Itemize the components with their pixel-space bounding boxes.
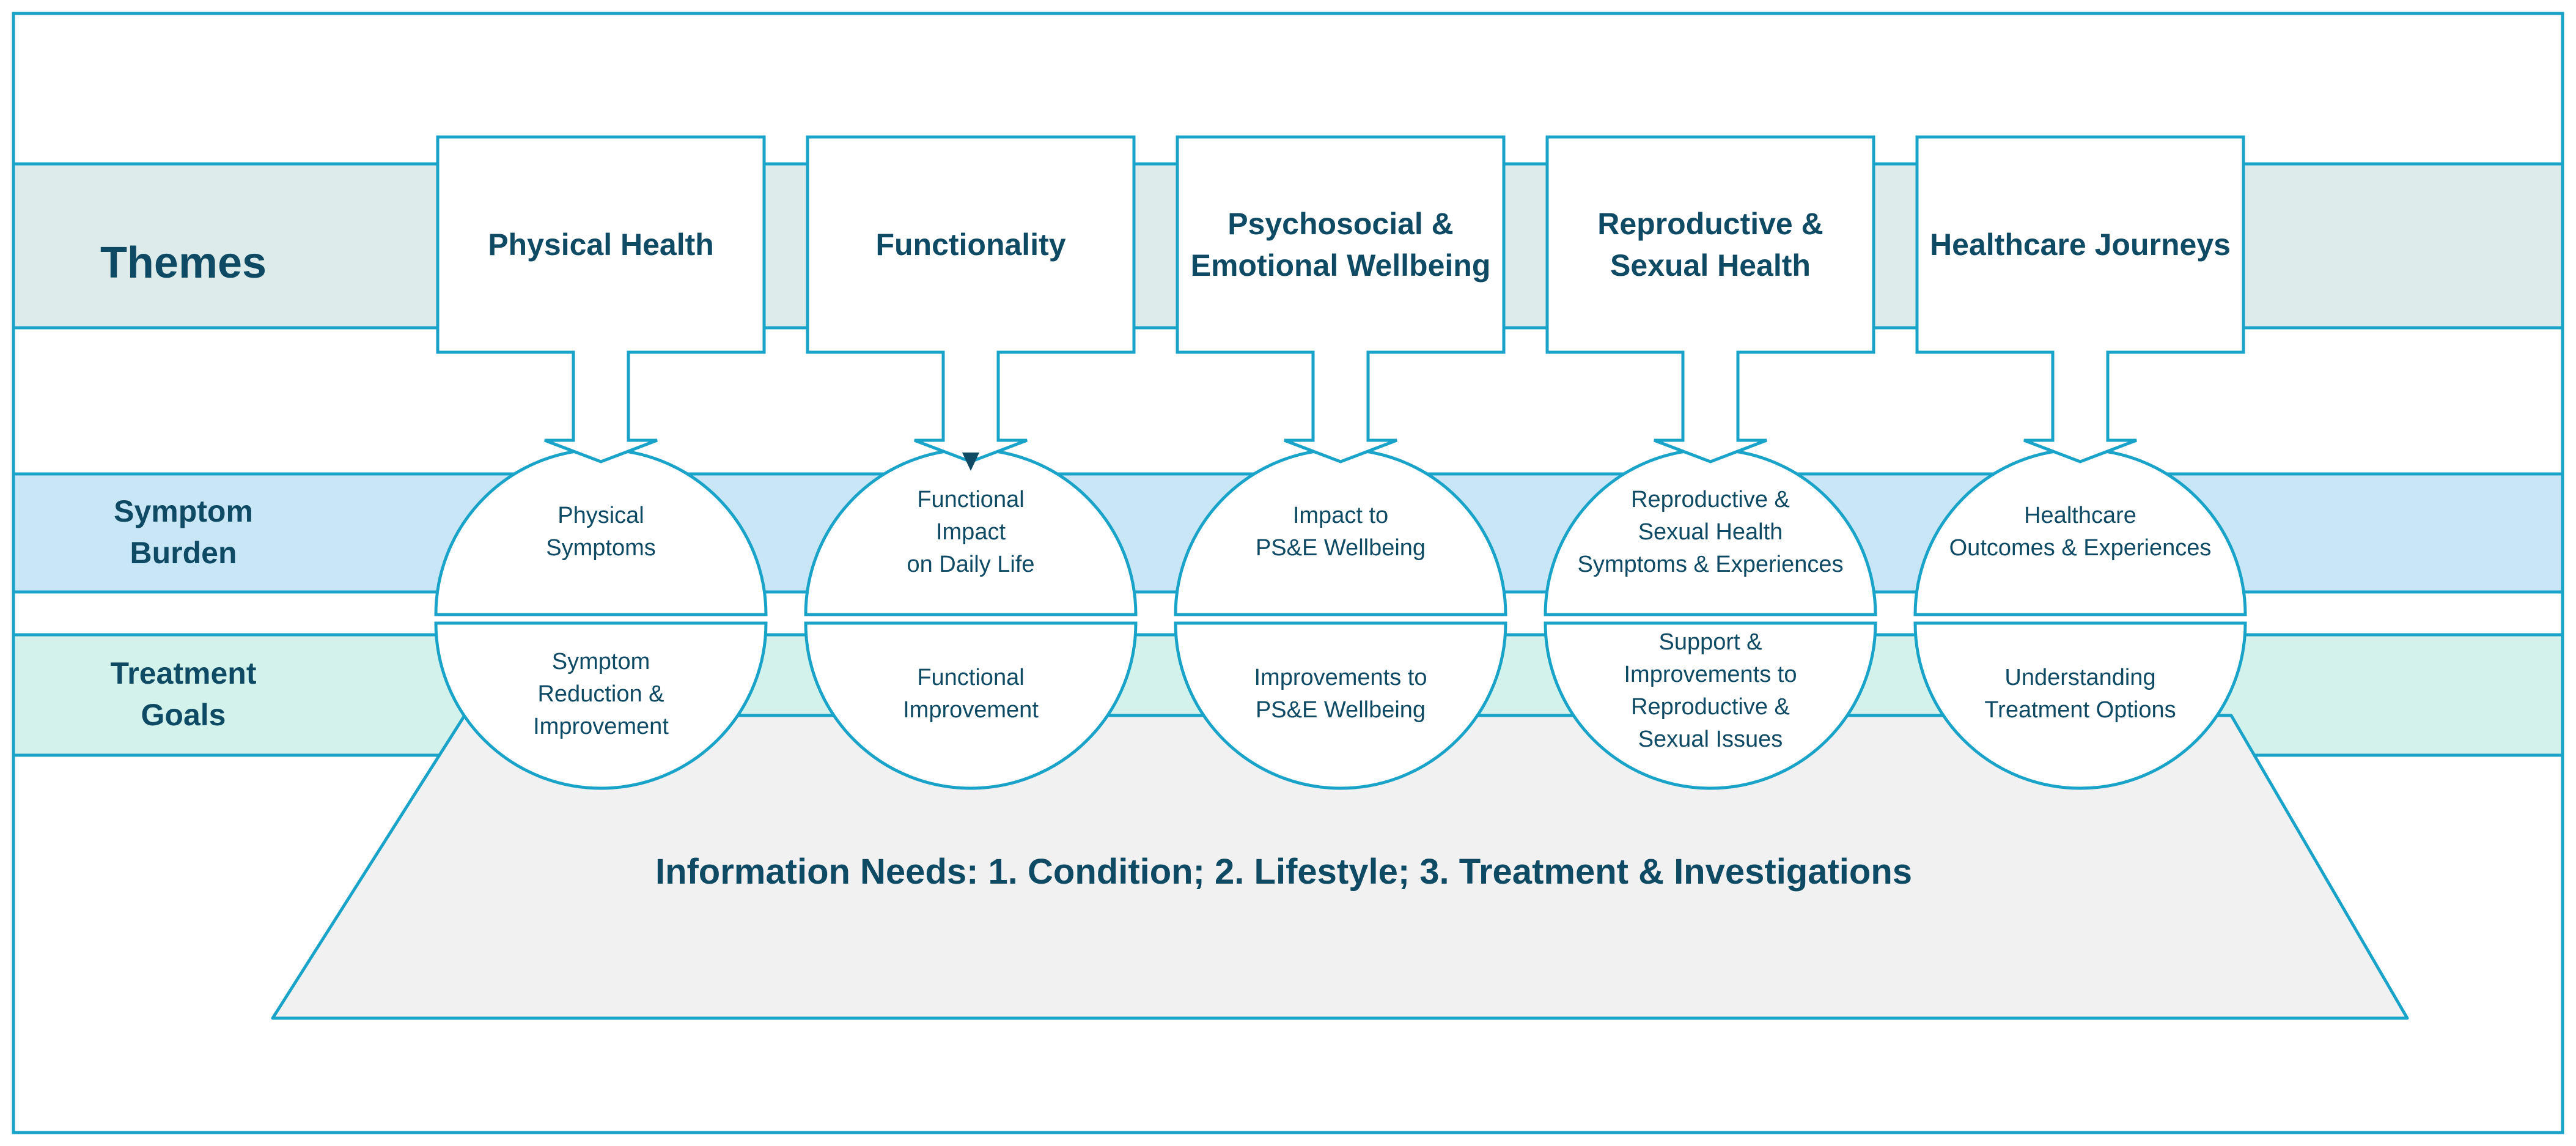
theme-title-line: Emotional Wellbeing	[1190, 248, 1491, 283]
theme-title-line: Reproductive &	[1597, 207, 1823, 241]
theme-callout-box	[1176, 135, 1506, 464]
row-label-themes-text: Themes	[100, 238, 267, 287]
circle-text-line: Healthcare	[2024, 503, 2136, 528]
circle-text-line: Symptom	[551, 648, 650, 675]
theme-title-line: Healthcare Journeys	[1930, 227, 2231, 262]
treatment-goal-semicircle	[804, 621, 1138, 790]
circle-text-line: on Daily Life	[907, 551, 1035, 577]
theme-callout-box	[806, 135, 1136, 464]
circle-text-line: Sexual Health	[1638, 519, 1783, 545]
circle-text-line: Improvements to	[1624, 662, 1797, 687]
circle-text-line: Outcomes & Experiences	[1949, 535, 2212, 561]
circle-text-line: Support &	[1658, 629, 1762, 655]
circle-text-line: Physical	[558, 503, 644, 528]
information-needs-label: Information Needs: 1. Condition; 2. Life…	[367, 838, 2201, 905]
theme-title-reproductive-sexual-health: Reproductive & Sexual Health	[1547, 137, 1874, 352]
treatment-goal-semicircle	[1174, 621, 1507, 790]
circle-text-line: Reduction &	[537, 681, 664, 707]
circle-text-line: Understanding	[2004, 665, 2156, 690]
symptom-burden-functional-impact: Functional Impact on Daily Life	[827, 471, 1114, 593]
circle-text-line: Reproductive &	[1631, 694, 1790, 720]
row-label-treatment-goals-line: Goals	[141, 698, 226, 732]
row-label-treatment-goals: Treatment Goals	[37, 636, 330, 752]
treatment-goal-symptom-reduction: Symptom Reduction & Improvement	[457, 630, 745, 758]
row-label-symptom-burden-line: Burden	[130, 536, 237, 570]
treatment-goal-understanding-options: Understanding Treatment Options	[1937, 630, 2224, 758]
theme-title-line: Functionality	[875, 227, 1066, 262]
row-label-symptom-burden: Symptom Burden	[37, 474, 330, 590]
treatment-goal-functional-improvement: Functional Improvement	[827, 630, 1114, 758]
theme-title-line: Sexual Health	[1610, 248, 1811, 283]
symptom-burden-reproductive-symptoms: Reproductive & Sexual Health Symptoms & …	[1555, 471, 1866, 593]
symptom-burden-pse-wellbeing: Impact to PS&E Wellbeing	[1197, 477, 1484, 587]
circle-text-line: Functional	[917, 486, 1025, 512]
treatment-goal-semicircle	[1913, 621, 2247, 790]
theme-title-psychosocial-wellbeing: Psychosocial & Emotional Wellbeing	[1177, 137, 1504, 352]
circle-text-line: Improvements to	[1254, 665, 1427, 690]
theme-title-line: Psychosocial &	[1227, 207, 1454, 241]
treatment-goal-pse-improvements: Improvements to PS&E Wellbeing	[1197, 630, 1484, 758]
circle-text-line: Improvement	[533, 713, 669, 739]
circle-text-line: Sexual Issues	[1638, 726, 1783, 752]
theme-title-functionality: Functionality	[808, 137, 1134, 352]
row-label-themes: Themes	[37, 217, 330, 309]
theme-title-line: Physical Health	[488, 227, 714, 262]
information-needs-text: Information Needs: 1. Condition; 2. Life…	[655, 851, 1913, 892]
circle-text-line: Treatment Options	[1984, 697, 2176, 723]
theme-callout-box	[1545, 135, 1875, 464]
circle-text-line: PS&E Wellbeing	[1255, 697, 1426, 723]
circle-text-line: Symptoms	[546, 535, 656, 561]
treatment-goal-semicircle	[1544, 621, 1877, 790]
theme-callout-box	[436, 135, 766, 464]
theme-callout-box	[1915, 135, 2245, 464]
circle-text-line: PS&E Wellbeing	[1255, 535, 1426, 561]
theme-title-physical-health: Physical Health	[438, 137, 764, 352]
arrow-marker-icon	[962, 453, 979, 471]
circle-text-line: Impact	[935, 519, 1006, 545]
theme-title-healthcare-journeys: Healthcare Journeys	[1917, 137, 2243, 352]
circle-text-line: Symptoms & Experiences	[1577, 551, 1844, 577]
treatment-goal-reproductive-support: Support & Improvements to Reproductive &…	[1567, 621, 1854, 761]
circle-text-line: Improvement	[903, 697, 1039, 723]
symptom-burden-physical-symptoms: Physical Symptoms	[457, 477, 745, 587]
row-label-treatment-goals-line: Treatment	[110, 656, 257, 690]
circle-text-line: Impact to	[1292, 503, 1389, 528]
circle-text-line: Reproductive &	[1631, 486, 1790, 512]
treatment-goal-semicircle	[434, 621, 768, 790]
row-label-symptom-burden-line: Symptom	[114, 494, 253, 528]
circle-text-line: Functional	[917, 665, 1025, 690]
symptom-burden-healthcare-outcomes: Healthcare Outcomes & Experiences	[1924, 477, 2236, 587]
